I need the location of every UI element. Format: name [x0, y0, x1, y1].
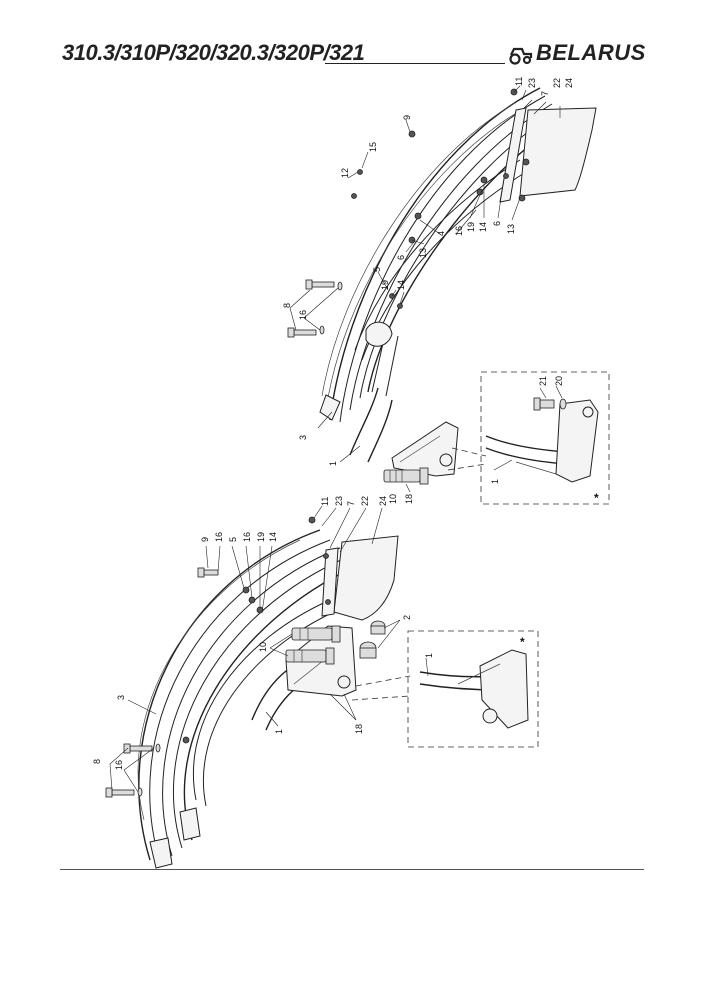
callout: 8 — [282, 303, 292, 308]
upper-leader-lines — [289, 85, 561, 493]
upper-mud-flap — [519, 107, 597, 197]
callout: 1 — [490, 479, 500, 484]
callout: 4 — [436, 231, 446, 236]
lower-bracket-strip — [321, 547, 339, 617]
callout: 16 — [298, 310, 308, 320]
callout: 16 — [114, 760, 124, 770]
callout: 1 — [328, 461, 338, 466]
callout: 3 — [298, 435, 308, 440]
callout: 18 — [354, 724, 364, 734]
callout: 5 — [228, 537, 238, 542]
callout: 10 — [388, 494, 398, 504]
callout: 14 — [478, 222, 488, 232]
callout: 6 — [396, 255, 406, 260]
tractor-logo-icon — [509, 47, 533, 65]
callout: 12 — [340, 168, 350, 178]
callout: 18 — [404, 494, 414, 504]
callout: 9 — [200, 537, 210, 542]
callout: 23 — [334, 496, 344, 506]
callout: 7 — [540, 91, 550, 96]
callout: 23 — [527, 78, 537, 88]
callout: 22 — [552, 78, 562, 88]
header-rule — [325, 63, 505, 64]
callout: 14 — [268, 532, 278, 542]
lower-pins — [285, 625, 341, 665]
lower-detail-view — [351, 630, 539, 748]
brand-name: BELARUS — [536, 40, 646, 65]
detail-marker: * — [520, 635, 525, 649]
callout: 2 — [402, 615, 412, 620]
lower-callouts: 1 2 3 5 7 8 9 10 11 14 16 16 16 18 19 22… — [92, 496, 412, 770]
upper-callouts: 1 3 4 5 6 6 7 8 9 10 11 12 13 13 14 14 1… — [282, 77, 574, 504]
callout: 19 — [380, 280, 390, 290]
callout: 9 — [402, 115, 412, 120]
callout: 14 — [396, 280, 406, 290]
callout: 7 — [346, 501, 356, 506]
model-title: 310.3/310P/320/320.3/320P/321 — [62, 40, 365, 65]
callout: 8 — [92, 759, 102, 764]
upper-pin — [383, 467, 429, 485]
callout: 16 — [214, 532, 224, 542]
callout: 3 — [116, 695, 126, 700]
upper-bolts — [287, 279, 343, 338]
callout: 10 — [258, 642, 268, 652]
callout: 11 — [320, 497, 330, 506]
callout: 1 — [424, 653, 434, 658]
callout: 16 — [242, 532, 252, 542]
upper-detail-callouts: 1 20 21 * — [490, 376, 599, 505]
lower-fender-shell — [137, 529, 357, 869]
callout: 19 — [256, 532, 266, 542]
callout: 24 — [378, 496, 388, 506]
upper-bracket-arm — [349, 321, 459, 477]
callout: 22 — [360, 496, 370, 506]
callout: 21 — [538, 376, 548, 386]
callout: 19 — [466, 222, 476, 232]
callout: 1 — [274, 729, 284, 734]
callout: 20 — [554, 376, 564, 386]
callout: 5 — [372, 267, 382, 272]
upper-fender-assembly — [287, 85, 597, 493]
callout: 13 — [418, 248, 428, 258]
callout: 6 — [492, 221, 502, 226]
lower-bushings — [359, 620, 386, 659]
detail-marker: * — [594, 491, 599, 505]
upper-detail-view — [447, 371, 610, 505]
callout: 16 — [454, 226, 464, 236]
lower-leader-lines — [109, 505, 401, 793]
lower-mud-flap — [333, 535, 399, 621]
lower-fender-assembly — [105, 505, 401, 869]
callout: 24 — [564, 78, 574, 88]
lower-hardware — [182, 516, 331, 744]
callout: 15 — [368, 142, 378, 152]
callout: 13 — [506, 224, 516, 234]
footer-rule — [60, 869, 644, 870]
callout: 11 — [514, 77, 524, 86]
lower-detail-callouts: 1 * — [424, 635, 525, 658]
